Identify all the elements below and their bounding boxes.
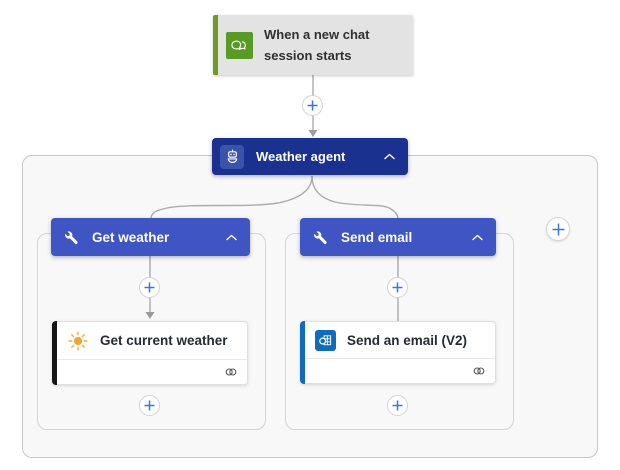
trigger-node[interactable]: When a new chat session starts — [213, 15, 413, 75]
card-accent-bar — [300, 321, 305, 384]
plus-icon — [307, 100, 318, 111]
get-weather-header[interactable]: Get weather — [51, 218, 250, 256]
get-current-weather-card[interactable]: Get current weather — [52, 321, 248, 385]
robot-icon — [220, 144, 244, 169]
chat-icon — [226, 31, 253, 59]
chevron-up-icon — [384, 153, 395, 160]
card-accent-bar — [52, 321, 57, 385]
arrowhead-down — [308, 130, 318, 137]
collapse-branch-button[interactable] — [472, 234, 483, 241]
connection-icon[interactable] — [472, 364, 486, 378]
agent-label: Weather agent — [256, 149, 346, 164]
plus-icon — [392, 282, 403, 293]
trigger-label: When a new chat session starts — [264, 27, 370, 63]
insert-action-button-top[interactable] — [302, 95, 323, 116]
plus-icon — [552, 223, 564, 235]
plus-icon — [144, 282, 155, 293]
connection-icon[interactable] — [224, 365, 238, 379]
chevron-up-icon — [226, 234, 237, 240]
action-label: Send an email (V2) — [347, 332, 468, 348]
plus-icon — [392, 400, 403, 411]
weather-agent-node[interactable]: Weather agent — [212, 138, 408, 175]
plus-icon — [144, 400, 155, 411]
collapse-branch-button[interactable] — [226, 234, 237, 241]
wrench-icon — [313, 230, 328, 245]
insert-action-button-get-weather[interactable] — [139, 277, 160, 298]
branch-label: Get weather — [92, 229, 170, 245]
collapse-agent-button[interactable] — [384, 153, 395, 160]
send-email-header[interactable]: Send email — [300, 218, 496, 256]
add-action-button-send-email[interactable] — [387, 395, 408, 416]
add-action-button-get-weather[interactable] — [139, 395, 160, 416]
chevron-up-icon — [472, 234, 483, 240]
sun-icon — [68, 331, 88, 350]
branch-label: Send email — [341, 229, 413, 245]
action-label: Get current weather — [100, 333, 228, 348]
insert-action-button-send-email[interactable] — [387, 277, 408, 298]
outlook-icon — [315, 329, 336, 351]
send-an-email-card[interactable]: Send an email (V2) — [300, 321, 496, 384]
wrench-icon — [64, 230, 79, 245]
add-branch-button[interactable] — [546, 217, 570, 241]
